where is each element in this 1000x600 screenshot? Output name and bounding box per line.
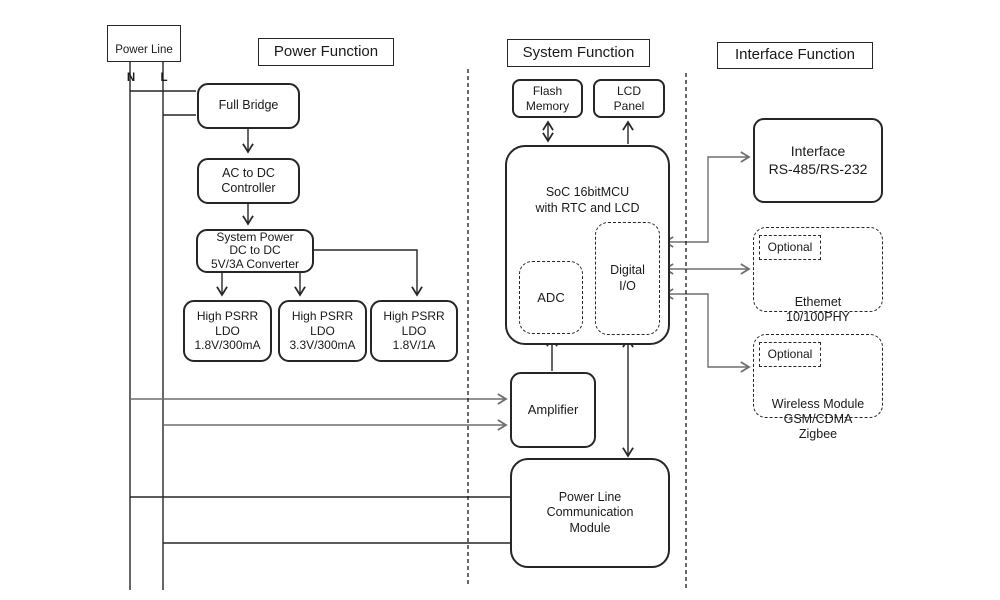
- arrow-digitalio-wireless-bidir: [663, 288, 751, 373]
- soc-label: SoC 16bitMCU with RTC and LCD: [535, 185, 640, 215]
- ethernet-label: Ethemet 10/100PHY: [786, 294, 850, 324]
- block-system-power-converter: System Power DC to DC 5V/3A Converter: [196, 229, 314, 273]
- terminal-l-label: L: [160, 72, 168, 85]
- wireless-label: Wireless Module GSM/CDMA Zigbee: [771, 396, 865, 442]
- power-line-terminals: N L: [108, 71, 180, 87]
- block-ldo-1v8-1a: High PSRR LDO 1.8V/1A: [370, 300, 458, 362]
- block-interface-rs485-rs232: Interface RS-485/RS-232: [753, 118, 883, 203]
- block-amplifier: Amplifier: [510, 372, 596, 448]
- block-adc: ADC: [519, 261, 583, 334]
- block-flash-memory: Flash Memory: [512, 79, 583, 118]
- block-full-bridge: Full Bridge: [197, 83, 300, 129]
- power-line-label: Power Line: [115, 44, 173, 57]
- block-ldo-1v8-300ma: High PSRR LDO 1.8V/300mA: [183, 300, 272, 362]
- optional-badge: Optional: [759, 342, 821, 367]
- terminal-n-label: N: [126, 72, 136, 85]
- section-title-system-function: System Function: [507, 39, 650, 67]
- block-ethernet-phy: Optional Ethemet 10/100PHY: [753, 227, 883, 324]
- block-ldo-3v3-300ma: High PSRR LDO 3.3V/300mA: [278, 300, 367, 362]
- block-plc-module: Power Line Communication Module: [510, 458, 670, 568]
- block-lcd-panel: LCD Panel: [593, 79, 665, 118]
- block-wireless-module: Optional Wireless Module GSM/CDMA Zigbee: [753, 334, 883, 441]
- section-title-power-function: Power Function: [258, 38, 394, 66]
- optional-badge: Optional: [759, 235, 821, 260]
- arrow-syspower-to-ldo3: [314, 249, 423, 297]
- section-title-interface-function: Interface Function: [717, 42, 873, 69]
- block-ac-to-dc-controller: AC to DC Controller: [197, 158, 300, 204]
- block-digital-io: Digital I/O: [595, 222, 660, 335]
- arrow-digitalio-rs485-bidir: [663, 151, 751, 248]
- power-line-box: Power Line N L: [107, 25, 181, 84]
